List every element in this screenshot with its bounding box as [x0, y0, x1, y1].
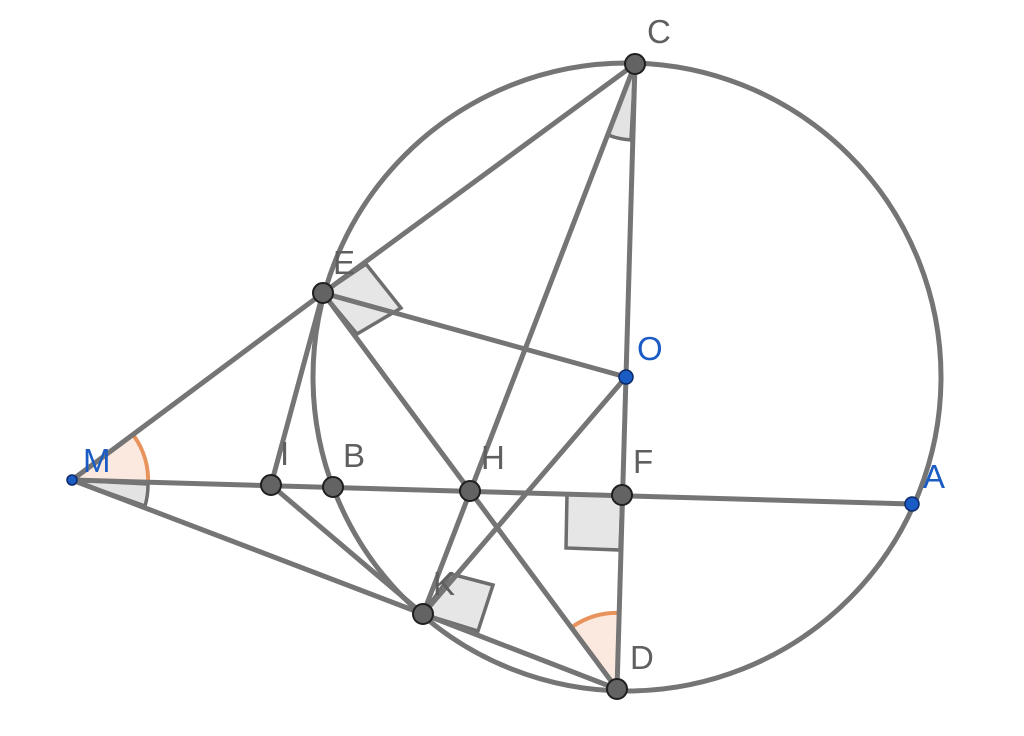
- segment-e-o: [320, 290, 629, 380]
- segment-k-d: [420, 611, 620, 692]
- segment-m-k: [69, 477, 426, 617]
- segment-e-i: [268, 290, 326, 488]
- point-a: [904, 496, 920, 512]
- label-a: A: [923, 458, 945, 495]
- label-h: H: [481, 439, 505, 476]
- angle-mark-d: [572, 612, 621, 689]
- point-h: [459, 480, 481, 502]
- label-c: C: [647, 13, 671, 50]
- right-angle-mark-f: [564, 492, 624, 552]
- label-m: M: [83, 442, 111, 479]
- right-angle-mark-k: [420, 571, 496, 634]
- segment-k-o: [420, 374, 629, 617]
- point-f: [611, 484, 633, 506]
- segment-e-c: [320, 61, 638, 296]
- point-m: [66, 474, 78, 486]
- point-b: [322, 476, 344, 498]
- label-o: O: [637, 330, 663, 367]
- label-e: E: [333, 244, 355, 281]
- point-d: [606, 678, 628, 700]
- point-e: [312, 282, 334, 304]
- label-i: I: [280, 435, 289, 472]
- point-o: [618, 369, 634, 385]
- label-b: B: [343, 437, 365, 474]
- point-k: [412, 603, 434, 625]
- segment-i-k: [268, 482, 426, 617]
- label-k: K: [433, 565, 455, 602]
- segment-m-e: [69, 290, 326, 483]
- label-f: F: [633, 443, 653, 480]
- point-c: [624, 53, 646, 75]
- angle-mark-m-upper: [72, 436, 149, 484]
- segment-m-a: [69, 477, 915, 507]
- label-d: D: [630, 639, 654, 676]
- point-i: [260, 474, 282, 496]
- segment-c-k: [420, 61, 638, 617]
- angle-mark-d-arc: [570, 610, 622, 629]
